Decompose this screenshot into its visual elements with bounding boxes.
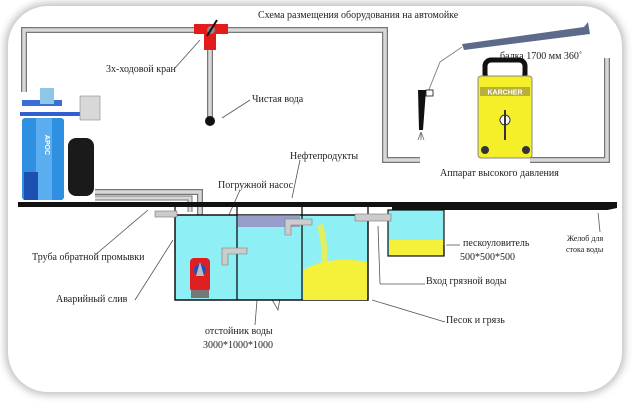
label-dirty-inlet: Вход грязной воды (426, 276, 507, 287)
label-sand-dirt: Песок и грязь (446, 315, 505, 326)
rotating-beam (427, 22, 590, 93)
label-beam: балка 1700 мм 360˚ (500, 51, 583, 62)
karcher-unit: KARCHER (477, 57, 533, 159)
label-high-pressure: Аппарат высокого давления (440, 168, 559, 179)
clean-water-pipe (21, 27, 610, 163)
aros-unit: АРОС (20, 88, 101, 200)
label-sand-trap-size: 500*500*500 (460, 252, 515, 263)
clean-water-outlet-icon (205, 116, 215, 126)
label-sand-trap: пескоуловитель (463, 238, 530, 249)
karcher-logo: KARCHER (488, 90, 523, 97)
label-settler-size: 3000*1000*1000 (203, 340, 273, 351)
submersible-pump-icon (190, 258, 210, 298)
settling-tank (154, 206, 392, 301)
label-pump: Погружной насос (218, 180, 294, 191)
sand-trap (387, 209, 445, 257)
label-oil-products: Нефтепродукты (290, 151, 359, 162)
label-emergency-drain: Аварийный слив (56, 294, 128, 305)
label-gutter-1: Желоб для (567, 234, 604, 243)
label-backwash-pipe: Труба обратной промывки (32, 252, 145, 263)
aros-logo: АРОС (43, 135, 50, 155)
label-clean-water: Чистая вода (252, 94, 304, 105)
label-gutter-2: стока воды (566, 245, 604, 254)
label-settler: отстойник воды (205, 326, 273, 337)
three-way-valve-icon (194, 19, 228, 50)
label-valve: 3х-ходовой кран (106, 64, 176, 75)
diagram-title: Схема размещения оборудования на автомой… (258, 10, 459, 21)
spray-gun-icon (417, 89, 434, 141)
